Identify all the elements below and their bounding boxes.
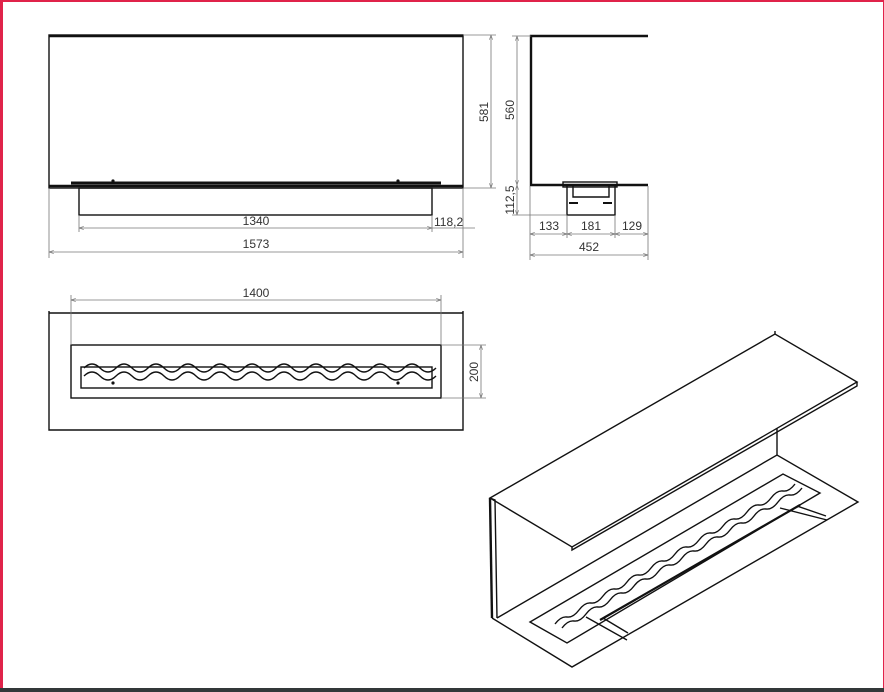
front-screw xyxy=(111,179,115,183)
dim-middle: 181 xyxy=(581,219,601,233)
top-view: 1400 200 xyxy=(48,286,486,431)
side-burner-box xyxy=(566,184,616,216)
dim-side-offset: 118,2 xyxy=(434,215,463,229)
iso-burner-rod xyxy=(599,504,801,621)
top-burner-wave xyxy=(83,363,437,373)
dim-opening-depth: 200 xyxy=(467,362,481,382)
dim-base-height: 112,5 xyxy=(503,185,517,214)
bottom-bar xyxy=(0,688,884,692)
dim-height: 581 xyxy=(477,102,491,122)
dim-right: 129 xyxy=(622,219,642,233)
dim-opening-width: 1400 xyxy=(243,286,270,300)
side-view: 560 112,5 133 181 129 452 xyxy=(503,34,649,260)
dim-left: 133 xyxy=(539,219,559,233)
iso-bottom-plate xyxy=(491,454,860,668)
top-outline xyxy=(48,311,464,431)
front-body xyxy=(48,34,464,189)
dim-side-height: 560 xyxy=(503,100,517,120)
front-view: 1340 118,2 1573 581 xyxy=(48,34,496,258)
iso-burner-plate xyxy=(528,473,822,644)
front-burner-box xyxy=(78,187,433,216)
top-burner xyxy=(80,366,433,389)
iso-left-wall xyxy=(488,497,494,619)
dim-total-width: 1573 xyxy=(243,237,270,251)
front-screw xyxy=(396,179,400,183)
side-burner-top xyxy=(562,181,618,188)
isometric-view xyxy=(488,331,860,668)
side-profile xyxy=(529,34,648,187)
iso-burner-wave xyxy=(554,483,796,625)
dim-depth-total: 452 xyxy=(579,240,599,254)
dim-burner-width: 1340 xyxy=(243,214,270,228)
top-opening xyxy=(70,344,442,399)
